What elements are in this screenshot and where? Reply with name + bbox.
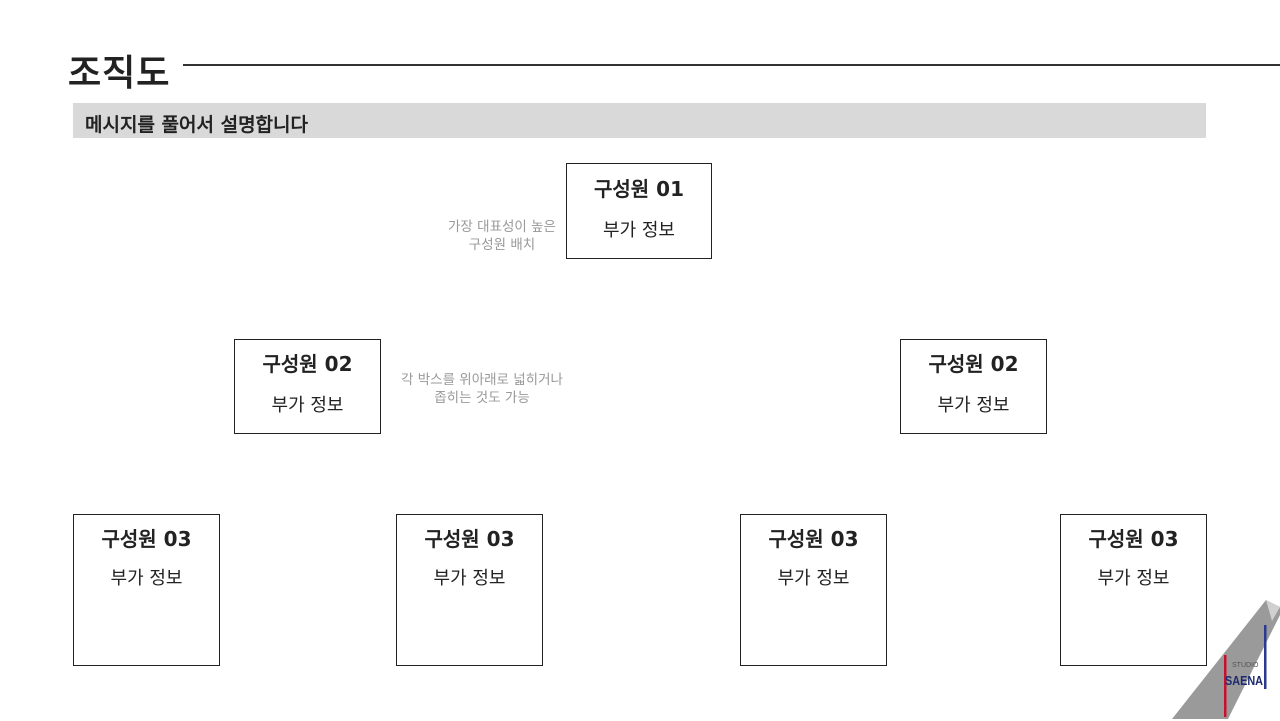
member-name: 구성원 03 (1088, 527, 1179, 551)
member-info: 부가 정보 (777, 568, 850, 589)
member-name: 구성원 03 (101, 527, 192, 551)
note-mid: 각 박스를 위아래로 넓히거나 좁히는 것도 가능 (388, 371, 576, 407)
member-box-level3-4[interactable]: 구성원 03 부가 정보 (1060, 514, 1207, 666)
member-box-level1[interactable]: 구성원 01 부가 정보 (566, 163, 712, 259)
member-box-level2-left[interactable]: 구성원 02 부가 정보 (234, 339, 381, 434)
logo-small-text: STUDIO (1232, 662, 1259, 669)
logo-brand-text: SAENA (1225, 673, 1264, 688)
note-top-line1: 가장 대표성이 높은 (448, 219, 556, 235)
member-info: 부가 정보 (937, 395, 1010, 416)
title-divider (183, 64, 1280, 66)
note-top: 가장 대표성이 높은 구성원 배치 (436, 218, 568, 254)
note-top-line2: 구성원 배치 (468, 237, 536, 253)
logo-fold-highlight (1266, 600, 1280, 621)
member-info: 부가 정보 (271, 395, 344, 416)
logo-red-bar (1224, 655, 1227, 717)
member-box-level2-right[interactable]: 구성원 02 부가 정보 (900, 339, 1047, 434)
note-mid-line2: 좁히는 것도 가능 (434, 390, 530, 406)
member-info: 부가 정보 (433, 568, 506, 589)
studio-saena-logo: STUDIO SAENA (1172, 600, 1280, 719)
page-title: 조직도 (68, 53, 171, 94)
member-box-level3-2[interactable]: 구성원 03 부가 정보 (396, 514, 543, 666)
member-name: 구성원 01 (594, 177, 684, 201)
member-info: 부가 정보 (1097, 568, 1170, 589)
member-info: 부가 정보 (603, 220, 675, 241)
logo-blue-bar (1264, 625, 1267, 689)
member-name: 구성원 02 (262, 352, 353, 376)
member-info: 부가 정보 (110, 568, 183, 589)
member-box-level3-1[interactable]: 구성원 03 부가 정보 (73, 514, 220, 666)
subtitle-bar: 메시지를 풀어서 설명합니다 (73, 103, 1206, 138)
member-name: 구성원 02 (928, 352, 1019, 376)
subtitle-text: 메시지를 풀어서 설명합니다 (85, 114, 308, 136)
member-box-level3-3[interactable]: 구성원 03 부가 정보 (740, 514, 887, 666)
member-name: 구성원 03 (768, 527, 859, 551)
note-mid-line1: 각 박스를 위아래로 넓히거나 (401, 372, 563, 388)
member-name: 구성원 03 (424, 527, 515, 551)
